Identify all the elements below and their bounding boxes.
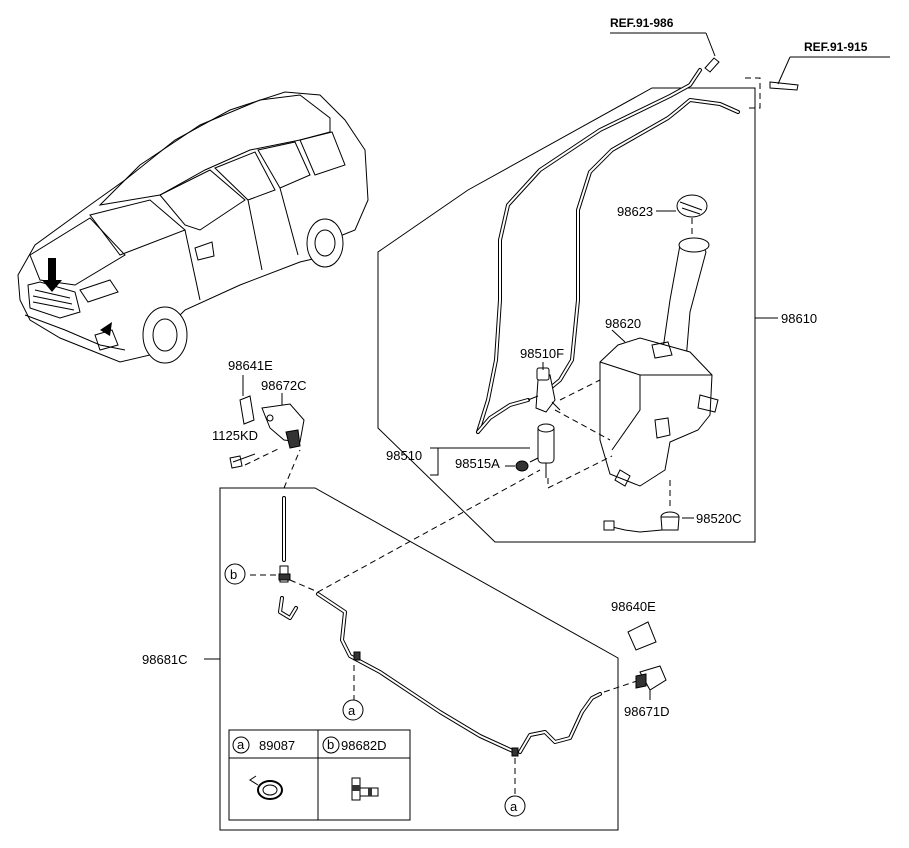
hose-lines xyxy=(278,496,602,757)
ref-91-986-label: REF.91-986 xyxy=(610,16,674,30)
legend-b-part: 98682D xyxy=(341,738,387,753)
washer-nozzle-right-icon xyxy=(627,621,667,700)
filler-cap-icon xyxy=(656,194,708,238)
svg-text:b: b xyxy=(230,567,237,582)
washer-reservoir-icon xyxy=(599,237,719,487)
o-ring-icon xyxy=(515,460,529,472)
tee-connector-icon xyxy=(351,777,379,801)
connection-dashes xyxy=(244,447,641,795)
reservoir-assembly-box xyxy=(377,87,778,543)
legend-a-marker: a xyxy=(237,737,245,752)
label-98510F: 98510F xyxy=(520,346,564,361)
label-98510: 98510 xyxy=(386,448,422,463)
ref-91-915-label: REF.91-915 xyxy=(804,40,868,54)
legend-table: a 89087 b 98682D xyxy=(228,729,411,821)
legend-a-part: 89087 xyxy=(259,738,295,753)
label-98520C: 98520C xyxy=(696,511,742,526)
part-labels: REF.91-986 REF.91-915 98610 98623 98620 … xyxy=(142,16,868,719)
assembly-dashes xyxy=(547,379,613,489)
hose-clip-icon xyxy=(249,775,283,800)
washer-nozzle-left-icon xyxy=(229,375,305,469)
washer-pump-lower-icon xyxy=(529,423,555,478)
marker-a-2: a xyxy=(504,795,526,817)
marker-a-1: a xyxy=(342,699,364,721)
label-98640E: 98640E xyxy=(611,599,656,614)
car-illustration xyxy=(17,91,369,364)
label-98620: 98620 xyxy=(605,316,641,331)
label-98623: 98623 xyxy=(617,204,653,219)
ref-hoses xyxy=(476,68,740,434)
label-98641E: 98641E xyxy=(228,358,273,373)
legend-b-marker: b xyxy=(327,737,334,752)
washer-pump-upper-icon xyxy=(527,362,561,413)
svg-text:a: a xyxy=(510,799,518,814)
hose-assembly-box xyxy=(204,487,619,831)
label-1125KD: 1125KD xyxy=(212,428,258,443)
label-bracket-98510 xyxy=(430,447,530,476)
label-98681C: 98681C xyxy=(142,652,188,667)
svg-text:a: a xyxy=(348,703,356,718)
label-98515A: 98515A xyxy=(455,456,500,471)
label-98610: 98610 xyxy=(781,311,817,326)
ref-leaders xyxy=(610,32,890,109)
marker-b: b xyxy=(224,563,246,585)
label-98671D: 98671D xyxy=(624,704,670,719)
level-sensor-icon xyxy=(603,480,694,533)
label-98672C: 98672C xyxy=(261,378,307,393)
